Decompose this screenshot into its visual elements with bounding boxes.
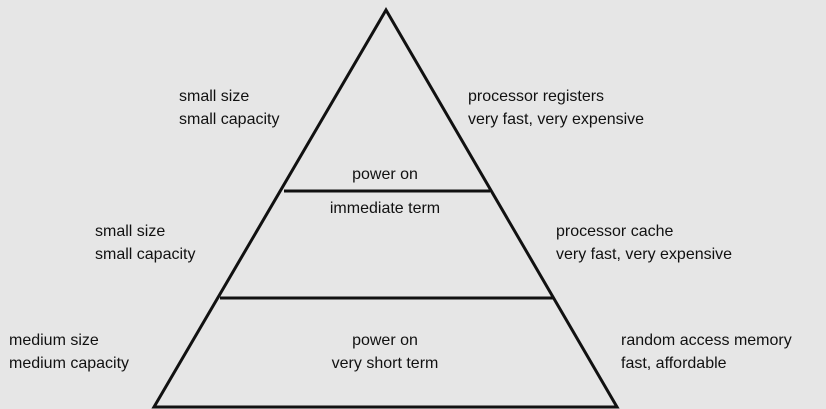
level-3-right-line-1: random access memory bbox=[621, 332, 792, 349]
level-1-left-label: small size small capacity bbox=[179, 85, 279, 131]
level-3-left-line-2: medium capacity bbox=[9, 355, 130, 372]
level-3-center-line-2: very short term bbox=[331, 355, 439, 372]
level-1-center-line-2: immediate term bbox=[329, 200, 441, 217]
level-2-right-line-2: very fast, very expensive bbox=[556, 246, 733, 263]
level-1-left-line-1: small size bbox=[179, 88, 250, 105]
level-2-left-line-2: small capacity bbox=[95, 246, 196, 263]
level-3-left-label: medium size medium capacity bbox=[9, 329, 129, 375]
level-1-right-line-1: processor registers bbox=[468, 88, 605, 105]
level-1-right-label: processor registers very fast, very expe… bbox=[468, 85, 644, 131]
pyramid-outline bbox=[151, 7, 620, 409]
level-2-right-line-1: processor cache bbox=[556, 223, 674, 240]
level-2-left-line-1: small size bbox=[95, 223, 166, 240]
level-3-center-label: power on very short term bbox=[332, 329, 439, 375]
level-1-left-line-2: small capacity bbox=[179, 111, 280, 128]
level-2-right-label: processor cache very fast, very expensiv… bbox=[556, 220, 732, 266]
level-3-right-line-2: fast, affordable bbox=[621, 355, 727, 372]
level-1-center-label-bottom: immediate term bbox=[330, 197, 440, 220]
level-1-center-label-top: power on bbox=[352, 163, 418, 186]
level-3-right-label: random access memory fast, affordable bbox=[621, 329, 792, 375]
level-1-right-line-2: very fast, very expensive bbox=[468, 111, 645, 128]
level-3-left-line-1: medium size bbox=[9, 332, 99, 349]
level-1-center-line-1: power on bbox=[352, 166, 418, 183]
level-3-center-line-1: power on bbox=[352, 332, 418, 349]
level-2-left-label: small size small capacity bbox=[95, 220, 195, 266]
